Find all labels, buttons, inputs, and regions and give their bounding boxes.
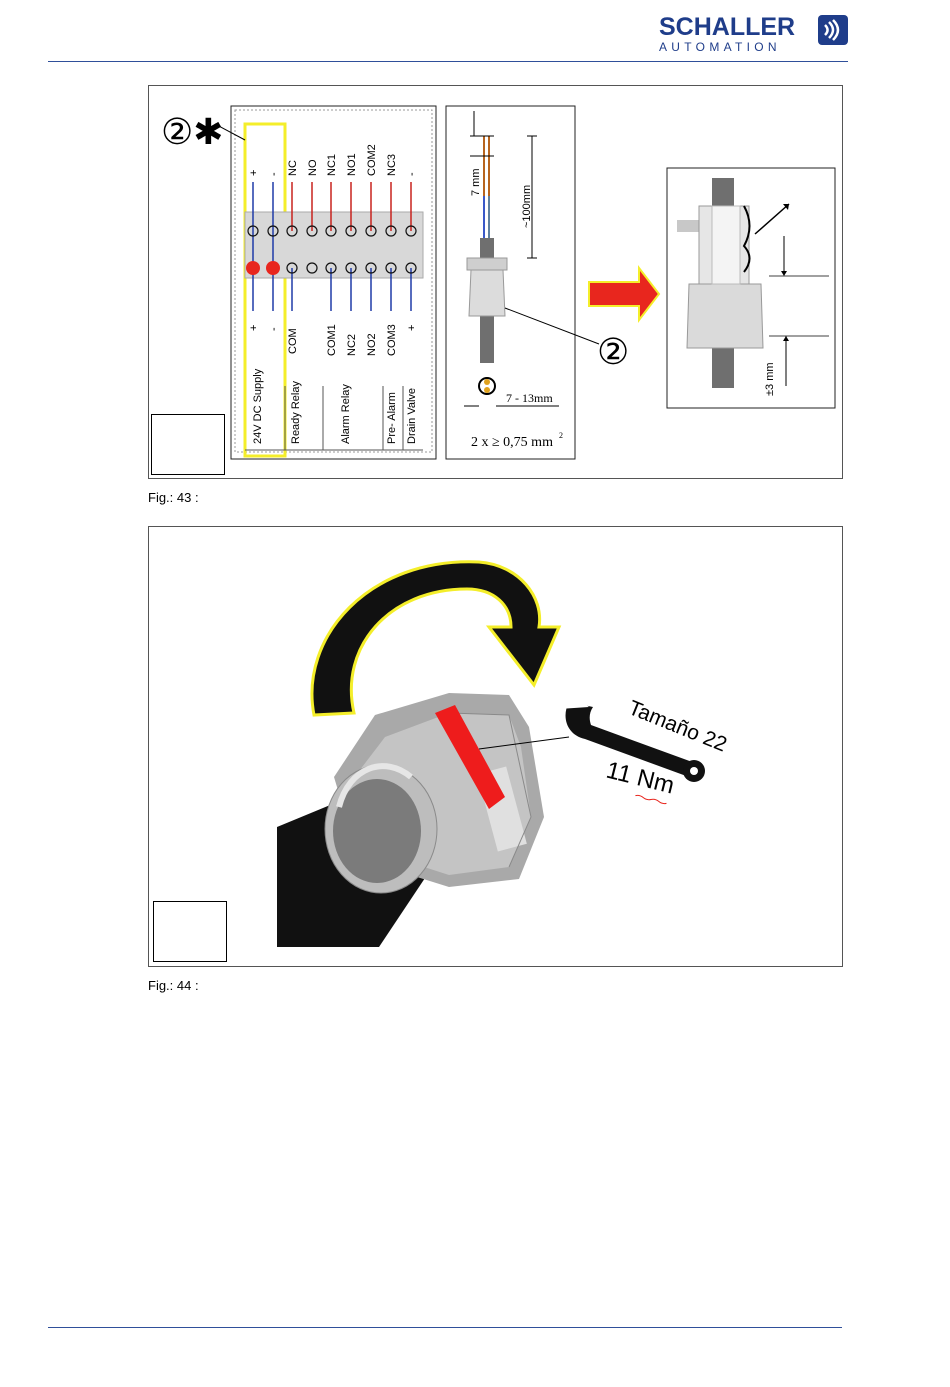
terminal-bottom-label: NO2	[366, 333, 378, 356]
supply-plus-dot	[246, 261, 260, 275]
terminal-bottom-label: NC2	[346, 334, 358, 356]
figure-43-drawing: ②✱	[149, 86, 842, 478]
header-rule	[48, 61, 848, 62]
terminal-bottom-label: -	[268, 327, 280, 331]
brand-mark-icon	[817, 14, 849, 46]
terminal-bottom-label: +	[406, 325, 418, 331]
figure-43-corner-box	[151, 414, 225, 475]
brand-subtitle: AUTOMATION	[659, 40, 781, 54]
terminal-top-label: NC1	[326, 154, 338, 176]
figure-43-caption: Fig.: 43 :	[148, 490, 199, 505]
figure-44-corner-box	[153, 901, 227, 962]
brand-name: SCHALLER	[659, 14, 795, 41]
terminal-top-label: -	[268, 172, 280, 176]
marker-label: ②✱	[161, 111, 223, 152]
group-label-supply: 24V DC Supply	[252, 368, 264, 444]
terminal-top-label: COM2	[366, 144, 378, 176]
rotate-arrow-icon	[312, 562, 559, 715]
terminal-bottom-label: COM	[287, 328, 299, 354]
cross-section-label: 2 x ≥ 0,75 mm	[471, 435, 553, 450]
terminal-bottom-label: COM3	[386, 324, 398, 356]
figure-44-caption: Fig.: 44 :	[148, 978, 199, 993]
diameter-range-label: 7 - 13mm	[506, 391, 553, 405]
sheath-length-label: ~100mm	[521, 185, 533, 228]
figure-44-drawing: Tamaño 22 11 Nm	[149, 527, 842, 966]
terminal-bottom-label: COM1	[326, 324, 338, 356]
cross-section-exponent: 2	[559, 431, 563, 440]
terminal-top-label: +	[248, 170, 260, 176]
figure-44: Tamaño 22 11 Nm	[148, 526, 843, 967]
terminal-bottom-label: +	[248, 325, 260, 331]
terminal-top-label: NO1	[346, 153, 358, 176]
red-arrow-icon	[589, 268, 659, 320]
group-label-prealarm: Pre- Alarm	[386, 392, 398, 444]
strip-length-label: 7 mm	[470, 169, 482, 197]
group-label-ready: Ready Relay	[290, 381, 302, 444]
gland-dim-label: ±3 mm	[764, 362, 776, 396]
schaller-logo: SCHALLER AUTOMATION	[655, 14, 850, 50]
gland-nut-icon	[325, 693, 544, 893]
supply-minus-dot	[266, 261, 280, 275]
item-number-label: ②	[597, 331, 629, 372]
terminal-top-label: NC	[287, 160, 299, 176]
figure-43: ②✱	[148, 85, 843, 479]
group-label-alarm: Alarm Relay	[340, 384, 352, 444]
terminal-top-label: NO	[307, 159, 319, 176]
terminal-top-label: -	[406, 172, 418, 176]
group-label-drain: Drain Valve	[406, 388, 418, 444]
footer-rule	[48, 1327, 842, 1328]
terminal-top-label: NC3	[386, 154, 398, 176]
